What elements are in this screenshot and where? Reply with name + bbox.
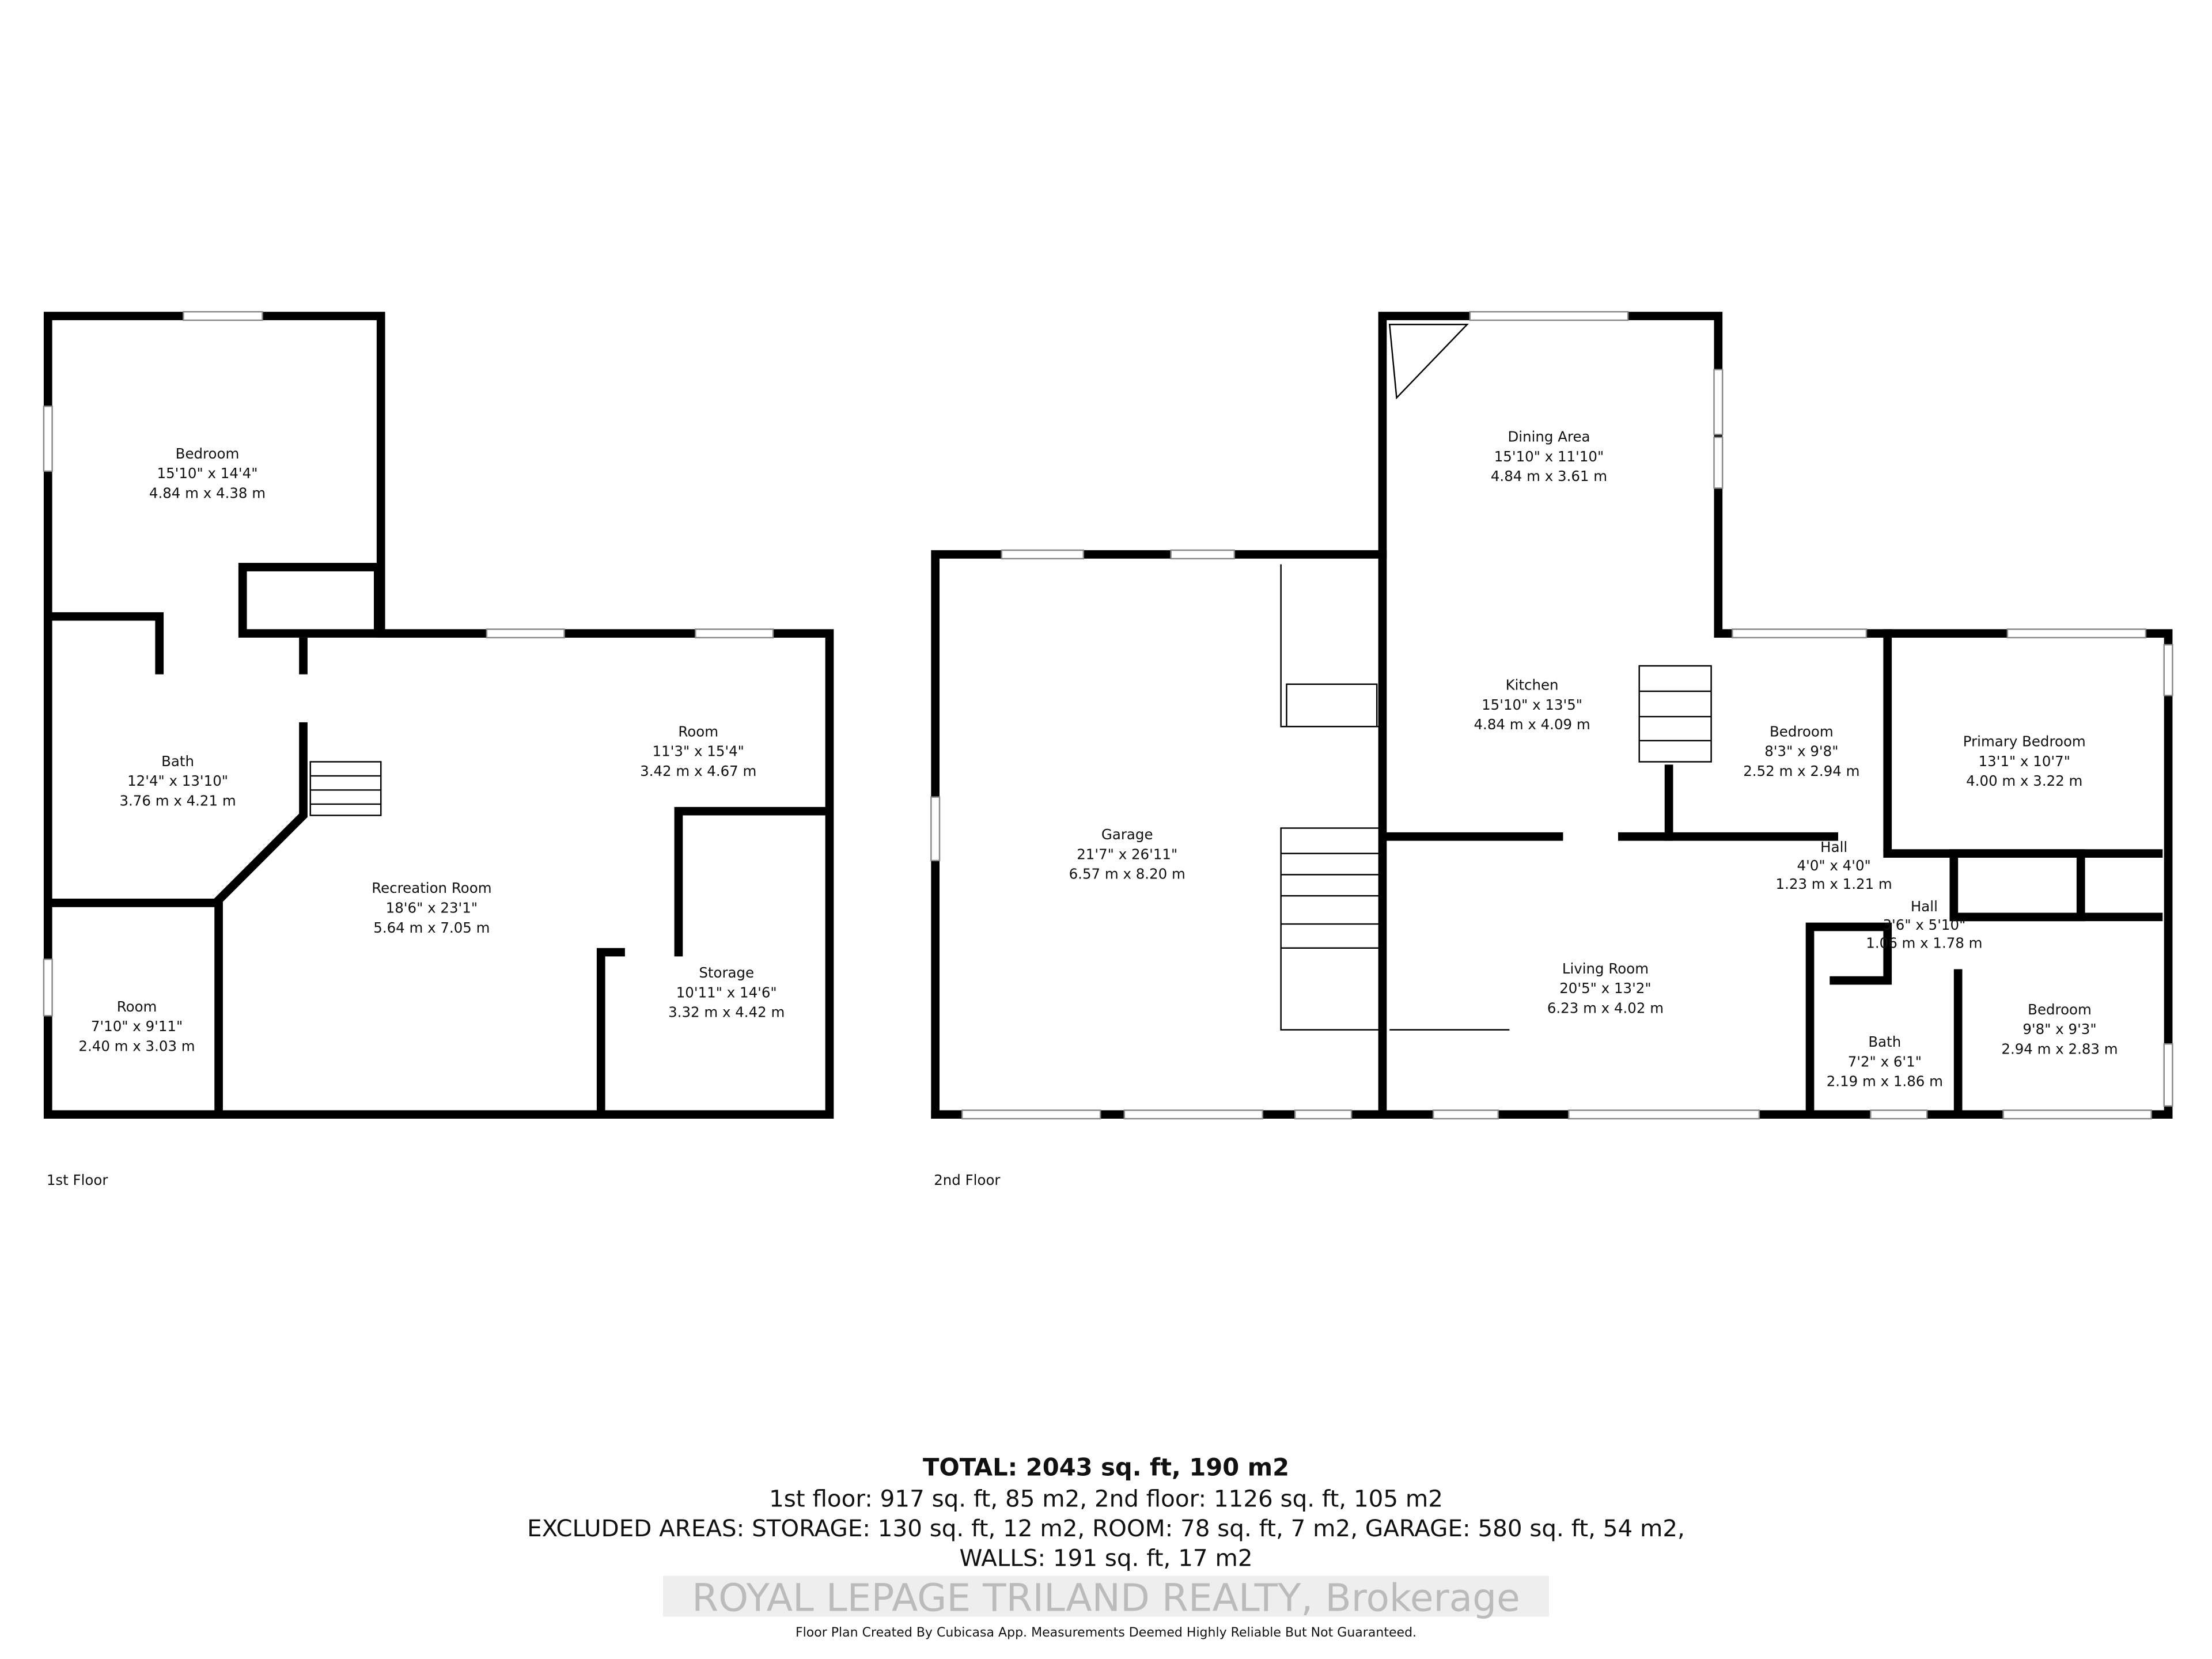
second-floor-walls: [930, 311, 2173, 1120]
room-label-bedroom: Bedroom 8'3" x 9'8" 2.52 m x 2.94 m: [1743, 723, 1859, 779]
room-name: Hall: [1911, 898, 1938, 915]
room-label-bedroom: Bedroom 9'8" x 9'3" 2.94 m x 2.83 m: [2001, 1001, 2118, 1058]
room-label-dining-area: Dining Area 15'10" x 11'10" 4.84 m x 3.6…: [1491, 429, 1607, 485]
room-dim-imperial: 21'7" x 26'11": [1077, 846, 1177, 862]
room-dim-imperial: 9'8" x 9'3": [2022, 1021, 2096, 1037]
room-name: Room: [678, 723, 718, 740]
room-dim-imperial: 7'2" x 6'1": [1848, 1053, 1922, 1070]
room-label-bedroom: Bedroom 15'10" x 14'4" 4.84 m x 4.38 m: [149, 445, 266, 502]
room-dim-metric: 6.23 m x 4.02 m: [1547, 999, 1664, 1016]
room-dim-imperial: 3'6" x 5'10": [1883, 916, 1965, 933]
room-label-storage: Storage 10'11" x 14'6" 3.32 m x 4.42 m: [668, 964, 785, 1021]
room-dim-metric: 3.42 m x 4.67 m: [640, 763, 756, 779]
disclaimer: Floor Plan Created By Cubicasa App. Meas…: [796, 1626, 1416, 1640]
room-dim-imperial: 20'5" x 13'2": [1559, 980, 1651, 997]
room-name: Hall: [1820, 839, 1847, 855]
room-dim-imperial: 10'11" x 14'6": [676, 984, 777, 1001]
room-name: Recreation Room: [372, 880, 491, 896]
room-dim-imperial: 11'3" x 15'4": [653, 743, 744, 760]
room-label-recreation-room: Recreation Room 18'6" x 23'1" 5.64 m x 7…: [372, 880, 491, 936]
room-name: Room: [117, 998, 157, 1015]
room-dim-metric: 1.23 m x 1.21 m: [1776, 876, 1892, 892]
room-dim-imperial: 7'10" x 9'11": [91, 1018, 183, 1035]
total-area: TOTAL: 2043 sq. ft, 190 m2: [923, 1453, 1289, 1482]
room-dim-metric: 2.94 m x 2.83 m: [2001, 1040, 2118, 1057]
room-dim-imperial: 4'0" x 4'0": [1797, 857, 1871, 874]
room-dim-metric: 2.40 m x 3.03 m: [78, 1037, 195, 1054]
stairs-icon: [1280, 324, 1712, 1031]
room-dim-imperial: 12'4" x 13'10": [127, 772, 228, 789]
room-label-bath: Bath 12'4" x 13'10" 3.76 m x 4.21 m: [119, 753, 236, 809]
room-dim-imperial: 18'6" x 23'1": [386, 899, 478, 916]
room-dim-metric: 4.84 m x 4.09 m: [1474, 716, 1590, 733]
room-dim-imperial: 13'1" x 10'7": [1979, 753, 2070, 770]
room-label-hall: Hall 3'6" x 5'10" 1.06 m x 1.78 m: [1866, 898, 1982, 952]
watermark: ROYAL LEPAGE TRILAND REALTY, Brokerage: [692, 1576, 1520, 1620]
room-label-hall: Hall 4'0" x 4'0" 1.23 m x 1.21 m: [1776, 839, 1892, 892]
walls-area: WALLS: 191 sq. ft, 17 m2: [959, 1544, 1252, 1571]
room-dim-imperial: 15'10" x 14'4": [157, 465, 258, 482]
first-floor-walls: [43, 311, 834, 1119]
stairs-icon: [309, 761, 382, 816]
room-label-bath: Bath 7'2" x 6'1" 2.19 m x 1.86 m: [1827, 1033, 1943, 1090]
excluded-areas: EXCLUDED AREAS: STORAGE: 130 sq. ft, 12 …: [527, 1514, 1685, 1542]
room-name: Kitchen: [1506, 677, 1559, 694]
room-label-room: Room 11'3" x 15'4" 3.42 m x 4.67 m: [640, 723, 756, 779]
room-dim-metric: 4.00 m x 3.22 m: [1966, 772, 2082, 789]
room-dim-metric: 4.84 m x 3.61 m: [1491, 468, 1607, 484]
room-label-small-room: Room 7'10" x 9'11" 2.40 m x 3.03 m: [78, 998, 195, 1055]
room-name: Bedroom: [2028, 1001, 2092, 1018]
room-dim-imperial: 15'10" x 13'5": [1482, 696, 1582, 713]
floors-area: 1st floor: 917 sq. ft, 85 m2, 2nd floor:…: [769, 1485, 1443, 1513]
room-name: Garage: [1101, 826, 1153, 843]
room-dim-metric: 1.06 m x 1.78 m: [1866, 935, 1982, 952]
room-label-living-room: Living Room 20'5" x 13'2" 6.23 m x 4.02 …: [1547, 960, 1664, 1017]
room-name: Living Room: [1562, 960, 1649, 977]
floor-label-1st: 1st Floor: [47, 1172, 109, 1188]
room-name: Bath: [1868, 1033, 1901, 1050]
room-dim-metric: 4.84 m x 4.38 m: [149, 484, 266, 501]
room-dim-imperial: 8'3" x 9'8": [1764, 743, 1838, 760]
room-name: Primary Bedroom: [1963, 733, 2086, 750]
room-dim-metric: 2.52 m x 2.94 m: [1743, 763, 1859, 779]
room-name: Bedroom: [1770, 723, 1834, 740]
room-dim-metric: 3.32 m x 4.42 m: [668, 1004, 785, 1021]
room-label-garage: Garage 21'7" x 26'11" 6.57 m x 8.20 m: [1069, 826, 1185, 882]
room-name: Bath: [161, 753, 194, 770]
room-dim-metric: 2.19 m x 1.86 m: [1827, 1073, 1943, 1090]
watermark-background: [663, 1575, 1549, 1617]
room-dim-metric: 3.76 m x 4.21 m: [119, 792, 236, 809]
floor-label-2nd: 2nd Floor: [934, 1172, 1001, 1188]
room-name: Storage: [699, 964, 754, 981]
room-label-primary-bedroom: Primary Bedroom 13'1" x 10'7" 4.00 m x 3…: [1963, 733, 2086, 790]
room-name: Bedroom: [176, 445, 240, 462]
room-dim-metric: 5.64 m x 7.05 m: [373, 919, 490, 936]
room-dim-metric: 6.57 m x 8.20 m: [1069, 866, 1185, 882]
room-dim-imperial: 15'10" x 11'10": [1494, 448, 1604, 465]
room-label-kitchen: Kitchen 15'10" x 13'5" 4.84 m x 4.09 m: [1474, 677, 1590, 733]
room-name: Dining Area: [1508, 429, 1590, 445]
